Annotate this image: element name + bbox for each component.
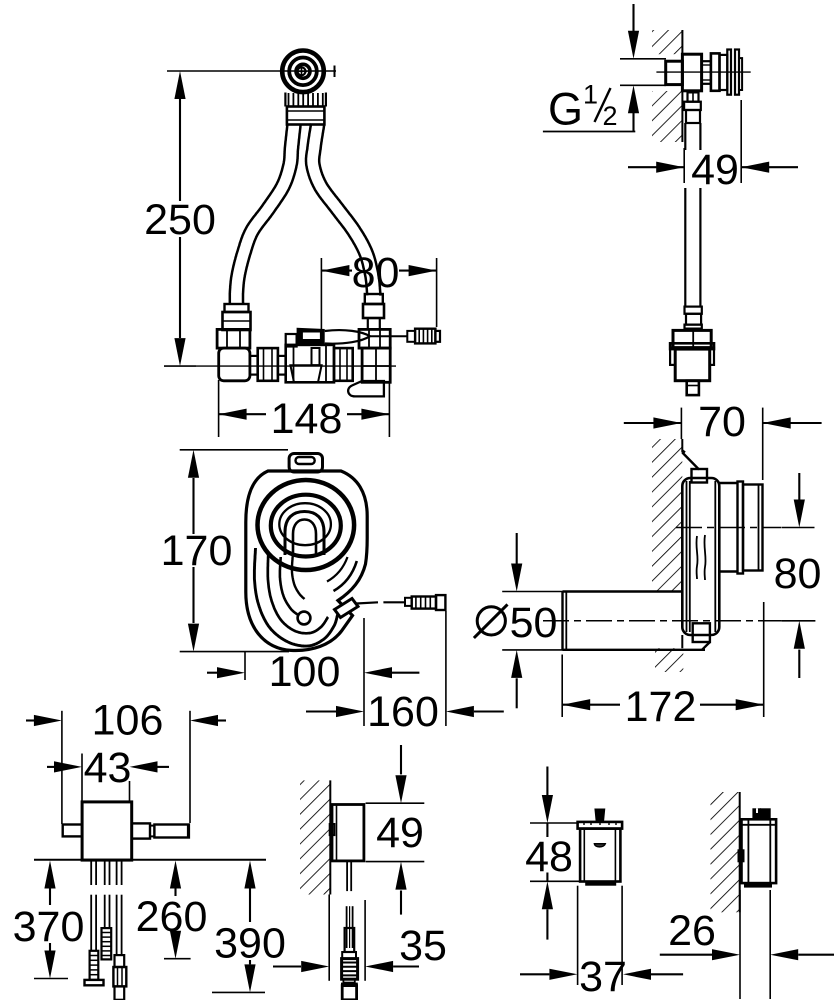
svg-text:2: 2 [603,101,618,131]
svg-text:80: 80 [774,550,822,598]
svg-text:80: 80 [352,249,400,297]
svg-text:390: 390 [214,920,286,968]
svg-text:35: 35 [399,922,447,970]
svg-text:37: 37 [579,953,627,1000]
svg-text:100: 100 [269,648,341,696]
svg-text:148: 148 [271,395,343,443]
svg-text:160: 160 [367,688,439,736]
svg-text:260: 260 [136,893,208,941]
svg-text:26: 26 [668,907,716,955]
svg-text:G: G [548,84,583,135]
svg-text:172: 172 [625,683,697,731]
svg-text:370: 370 [13,903,85,951]
svg-text:1: 1 [583,80,598,110]
svg-text:250: 250 [144,196,216,244]
svg-text:43: 43 [84,744,132,792]
svg-text:170: 170 [161,527,233,575]
svg-text:48: 48 [525,833,573,881]
svg-text:50: 50 [510,599,558,647]
svg-text:70: 70 [698,398,746,446]
svg-text:106: 106 [92,697,164,745]
svg-text:49: 49 [376,809,424,857]
svg-text:49: 49 [691,146,739,194]
